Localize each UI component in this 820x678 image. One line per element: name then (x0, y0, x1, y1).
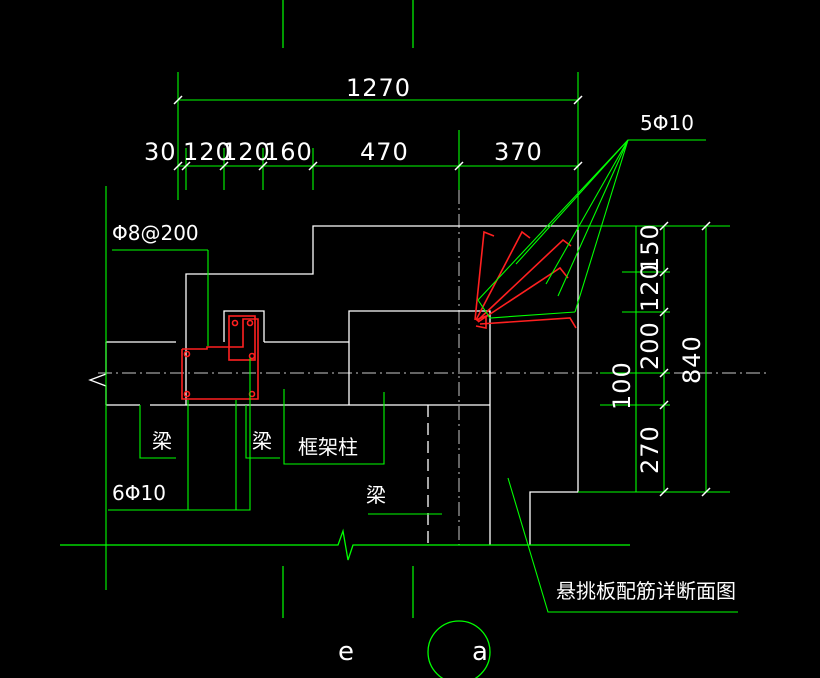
beam-rebar-cage (181, 315, 259, 400)
label-top-rebar: 5Φ10 (640, 111, 694, 135)
dim-370: 370 (494, 138, 543, 166)
right-dim-ticks (659, 221, 711, 497)
dim-200: 200 (636, 321, 664, 370)
top-dimension-lines (105, 72, 579, 590)
dim-ticks (173, 95, 583, 171)
dim-100: 100 (608, 361, 636, 410)
dim-120b: 120 (222, 138, 271, 166)
axis-label-e: e (338, 637, 354, 667)
structure-outline (60, 225, 630, 561)
axis-label-a: a (472, 637, 488, 667)
axis-lines (282, 0, 414, 618)
dim-470: 470 (360, 138, 409, 166)
label-leaders (108, 358, 738, 613)
label-stirrup: Φ8@200 (112, 221, 199, 245)
label-bottom-rebar: 6Φ10 (112, 481, 166, 505)
dim-30: 30 (144, 138, 177, 166)
axis-bubble (427, 620, 491, 678)
label-beam-mid: 梁 (252, 429, 272, 453)
label-frame-column: 框架柱 (298, 435, 358, 459)
dim-120a: 120 (183, 138, 232, 166)
drawing-caption: 悬挑板配筋详断面图 (556, 579, 736, 603)
label-beam-bottom: 梁 (366, 483, 386, 507)
dim-total-width: 1270 (346, 74, 411, 102)
label-beam-left: 梁 (152, 429, 172, 453)
dim-840: 840 (678, 335, 706, 384)
dim-150: 150 (636, 223, 664, 272)
dim-160: 160 (264, 138, 313, 166)
anchorage-rebars (474, 230, 577, 329)
dim-120-v: 120 (636, 263, 664, 312)
rebar-leaders (477, 139, 706, 319)
dim-270: 270 (636, 425, 664, 474)
right-dimension-lines (578, 225, 730, 493)
